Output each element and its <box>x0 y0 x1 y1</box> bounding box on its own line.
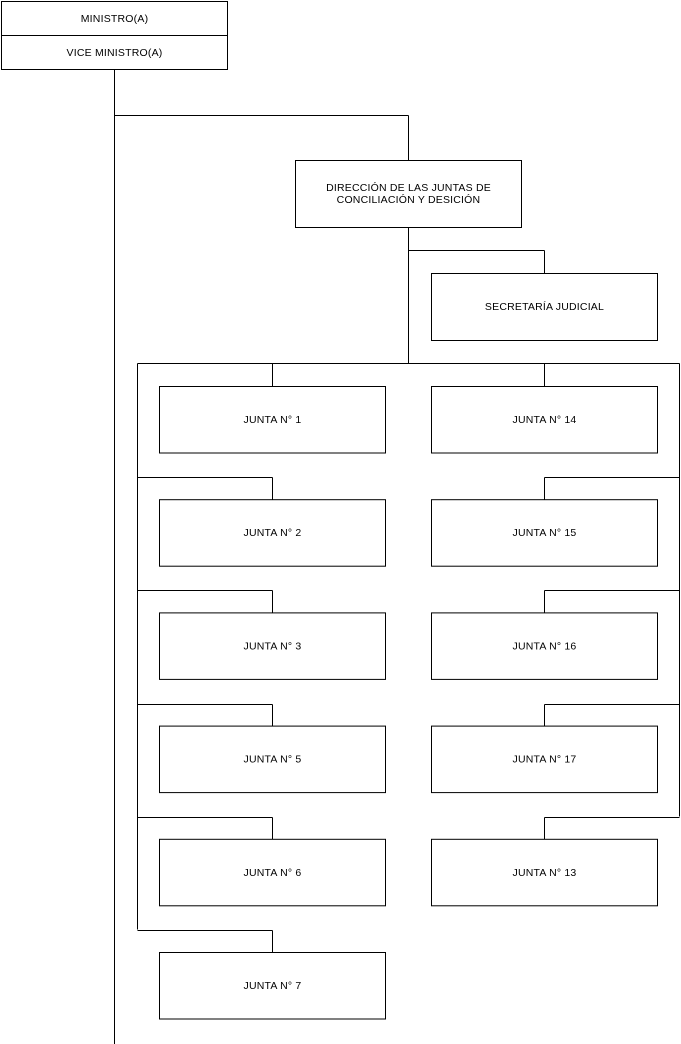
junta-label: JUNTA N° 17 <box>513 754 577 766</box>
secretary-box: SECRETARÍA JUDICIAL <box>431 273 658 341</box>
junta-label: JUNTA N° 2 <box>244 527 302 539</box>
vice-minister-box: VICE MINISTRO(A) <box>1 35 228 70</box>
junta-label: JUNTA N° 6 <box>244 867 302 879</box>
junta-box: JUNTA N° 3 <box>159 612 386 680</box>
junta-box: JUNTA N° 1 <box>159 386 386 454</box>
connector-lines <box>114 69 680 1044</box>
junta-box: JUNTA N° 6 <box>159 838 386 907</box>
junta-box: JUNTA N° 7 <box>159 952 386 1020</box>
junta-box: JUNTA N° 15 <box>431 499 658 567</box>
left-branches <box>137 363 273 953</box>
direction-label-line2: CONCILIACIÓN Y DESICIÓN <box>337 193 481 206</box>
left-junta-column: JUNTA N° 1 JUNTA N° 2 JUNTA N° 3 JUNTA N° 5… <box>159 386 386 1020</box>
junta-label: JUNTA N° 3 <box>244 640 302 652</box>
junta-label: JUNTA N° 5 <box>244 754 302 766</box>
right-branches <box>544 363 680 840</box>
junta-label: JUNTA N° 14 <box>513 414 577 426</box>
minister-label: MINISTRO(A) <box>81 13 149 25</box>
junta-box: JUNTA N° 16 <box>431 612 658 680</box>
junta-label: JUNTA N° 13 <box>513 867 577 879</box>
junta-label: JUNTA N° 1 <box>244 414 302 426</box>
vice-minister-label: VICE MINISTRO(A) <box>67 47 163 59</box>
junta-label: JUNTA N° 16 <box>513 640 577 652</box>
junta-label: JUNTA N° 15 <box>513 527 577 539</box>
right-junta-column: JUNTA N° 14 JUNTA N° 15 JUNTA N° 16 JUNTA N… <box>431 386 658 907</box>
secretary-label: SECRETARÍA JUDICIAL <box>485 300 604 313</box>
direction-box: DIRECCIÓN DE LAS JUNTAS DE CONCILIACIÓN … <box>295 160 522 228</box>
junta-box: JUNTA N° 5 <box>159 725 386 794</box>
junta-box: JUNTA N° 2 <box>159 499 386 567</box>
minister-box: MINISTRO(A) <box>1 1 228 36</box>
junta-label: JUNTA N° 7 <box>244 980 302 992</box>
junta-box: JUNTA N° 17 <box>431 725 658 794</box>
junta-box: JUNTA N° 14 <box>431 386 658 454</box>
direction-label-line1: DIRECCIÓN DE LAS JUNTAS DE <box>326 181 491 194</box>
junta-box: JUNTA N° 13 <box>431 838 658 907</box>
